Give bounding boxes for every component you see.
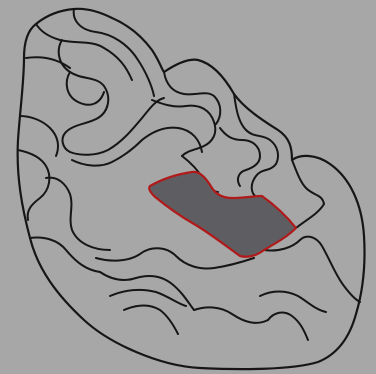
brain-section-canvas: [0, 0, 376, 374]
brain-section-diagram: [0, 0, 376, 374]
